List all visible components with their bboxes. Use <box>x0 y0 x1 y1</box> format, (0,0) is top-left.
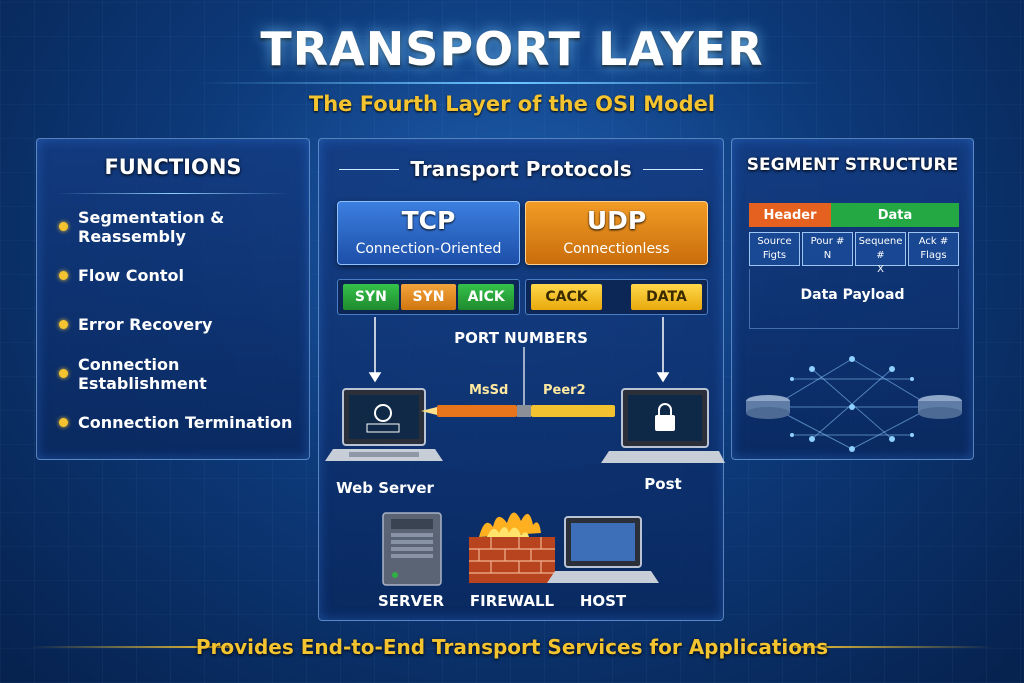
host-label: HOST <box>579 592 627 610</box>
connection-label-left: MsSd <box>469 383 509 398</box>
network-diagram-icon <box>746 356 962 452</box>
field-bottom: Flags <box>920 250 947 261</box>
segment-data-label: Data <box>831 203 959 227</box>
field-bottom: N <box>823 250 832 261</box>
tcp-box: TCP Connection-Oriented <box>337 201 520 265</box>
tcp-description: Connection-Oriented <box>355 241 502 257</box>
bullet-icon <box>59 320 68 329</box>
functions-divider <box>57 193 289 194</box>
function-item: Connection Establishment <box>59 349 309 398</box>
title-line-left <box>339 169 399 170</box>
bullet-icon <box>59 369 68 378</box>
segment-field: Ack # Flags <box>908 232 959 266</box>
function-label: Flow Contol <box>78 266 185 285</box>
down-arrow-icon <box>368 317 382 383</box>
down-arrow-icon <box>518 347 530 416</box>
udp-flag: DATA <box>630 284 702 310</box>
function-item: Flow Contol <box>59 251 309 300</box>
post-label: Post <box>644 475 682 493</box>
data-payload-label: Data Payload <box>800 287 905 303</box>
server-label: SERVER <box>377 592 444 610</box>
footer-rule-left <box>30 646 230 648</box>
protocols-title: Transport Protocols <box>410 157 632 181</box>
field-bottom: X <box>877 264 884 275</box>
page-subtitle: The Fourth Layer of the OSI Model <box>308 92 716 116</box>
title-divider <box>200 82 824 84</box>
tcp-flag: SYN <box>343 284 399 310</box>
field-top: Sequene # <box>858 236 903 261</box>
bullet-icon <box>59 418 68 427</box>
field-top: Pour # <box>810 236 845 247</box>
connection-label-right: Peer2 <box>543 383 586 398</box>
tcp-flags-row: SYN SYN AICK <box>337 279 520 315</box>
transport-protocols-panel: Transport Protocols TCP Connection-Orien… <box>318 138 725 621</box>
port-numbers-label: PORT NUMBERS <box>454 329 588 347</box>
functions-list: Segmentation & Reassembly Flow Contol Er… <box>37 202 309 447</box>
footer-tagline: Provides End-to-End Transport Services f… <box>195 635 829 659</box>
firewall-icon <box>469 512 555 583</box>
page-title: TRANSPORT LAYER <box>260 22 764 76</box>
field-bottom: Figts <box>762 250 787 261</box>
router-icon <box>918 395 962 419</box>
function-label: Error Recovery <box>78 315 213 334</box>
laptop-lock-icon <box>325 388 443 461</box>
segment-header-bar: Header Data <box>749 203 959 227</box>
functions-title: FUNCTIONS <box>104 155 242 179</box>
segment-field: Sequene # X <box>855 232 906 275</box>
laptop-icon <box>547 516 659 583</box>
udp-flag: CACK <box>531 284 603 310</box>
function-item: Segmentation & Reassembly <box>59 202 309 251</box>
function-label: Connection Termination <box>78 413 293 432</box>
udp-box: UDP Connectionless <box>525 201 708 265</box>
laptop-lock-icon <box>601 388 725 463</box>
function-label: Connection Establishment <box>78 354 207 393</box>
tcp-name: TCP <box>401 206 456 235</box>
connection-cable <box>421 405 615 417</box>
field-top: Source <box>757 236 792 247</box>
tcp-flag: AICK <box>458 284 515 310</box>
payload-box <box>749 269 959 329</box>
segment-title: SEGMENT STRUCTURE <box>746 155 959 175</box>
udp-description: Connectionless <box>563 241 670 257</box>
udp-flags-row: CACK DATA <box>525 279 708 315</box>
function-item: Error Recovery <box>59 300 309 349</box>
udp-name: UDP <box>586 206 647 235</box>
bullet-icon <box>59 271 68 280</box>
server-tower-icon <box>382 512 442 586</box>
function-item: Connection Termination <box>59 398 309 447</box>
tcp-flag: SYN <box>400 284 457 310</box>
web-server-label: Web Server <box>336 479 434 497</box>
center-artwork <box>325 317 725 586</box>
down-arrow-icon <box>656 317 670 383</box>
bullet-icon <box>59 222 68 231</box>
segment-field: Pour # N <box>802 232 853 266</box>
router-icon <box>746 395 790 419</box>
function-label: Segmentation & Reassembly <box>78 207 225 246</box>
title-line-right <box>643 169 703 170</box>
segment-header-label: Header <box>749 203 831 227</box>
functions-panel: FUNCTIONS Segmentation & Reassembly Flow… <box>36 138 310 460</box>
field-top: Ack # <box>918 236 949 247</box>
firewall-label: FIREWALL <box>469 592 555 610</box>
